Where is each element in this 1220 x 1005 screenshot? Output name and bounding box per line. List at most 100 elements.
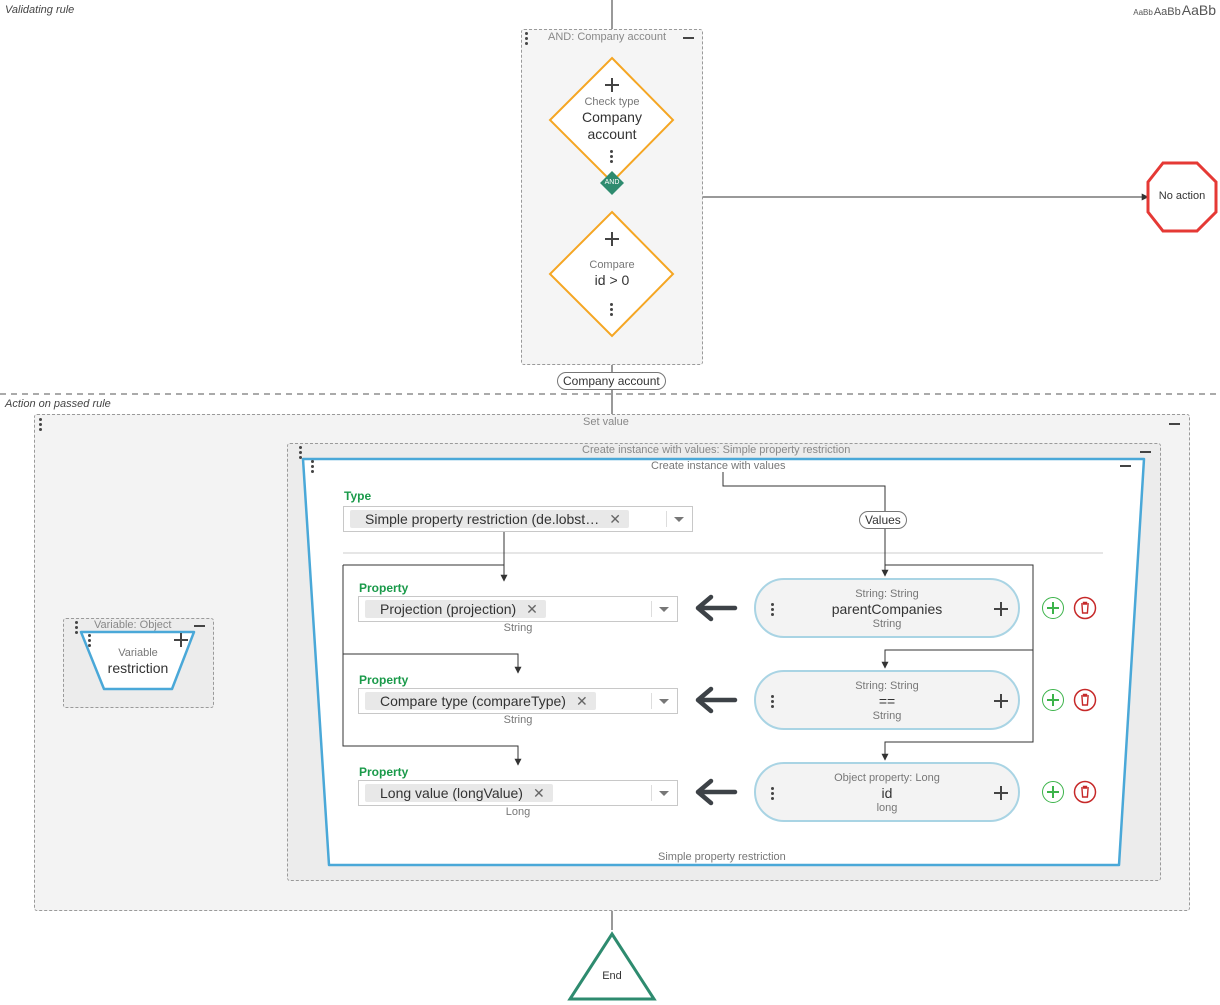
property-chip-text: Long value (longValue) — [380, 785, 523, 801]
property-dropdown-icon[interactable] — [659, 699, 669, 704]
action-on-passed-label: Action on passed rule — [5, 398, 111, 410]
set-value-menu-icon[interactable] — [39, 418, 43, 433]
delete-property-icon[interactable] — [1073, 780, 1097, 804]
value-source-title: Object property: Long — [834, 772, 940, 784]
property-select-comparetype[interactable]: Compare type (compareType) ✕ — [358, 688, 678, 714]
end-node-shape[interactable] — [567, 931, 657, 1001]
value-source-menu-icon[interactable] — [771, 603, 775, 618]
compare-label: Compare — [589, 259, 635, 271]
property-chip-text: Projection (projection) — [380, 601, 517, 617]
value-source-add-icon[interactable] — [994, 602, 1008, 616]
variable-node-add-icon[interactable] — [174, 633, 188, 647]
variable-group-title: Variable: Object — [94, 619, 172, 631]
compare-diamond[interactable] — [548, 210, 675, 338]
value-source-type: String — [872, 710, 902, 722]
value-source-title: String: String — [855, 680, 919, 692]
check-type-add-icon[interactable] — [605, 78, 619, 92]
and-connector-diamond[interactable] — [600, 171, 624, 195]
property-label-projection: Property — [359, 581, 409, 595]
value-source-parentcompanies[interactable]: String: String parentCompanies String — [754, 578, 1020, 638]
compare-add-icon[interactable] — [605, 232, 619, 246]
font-sample-small: AaBb — [1133, 8, 1153, 17]
set-value-title: Set value — [583, 416, 629, 428]
delete-property-icon[interactable] — [1073, 688, 1097, 712]
property-chip-text: Compare type (compareType) — [380, 693, 566, 709]
and-connector-label: AND — [604, 179, 620, 186]
check-type-value-line2: account — [587, 126, 637, 142]
create-instance-outer-title: Create instance with values: Simple prop… — [582, 444, 851, 456]
value-source-value: id — [881, 785, 893, 801]
no-action-label: No action — [1158, 190, 1206, 202]
type-chip: Simple property restriction (de.lobst…✕ — [350, 510, 629, 528]
variable-group-collapse-icon[interactable] — [194, 625, 205, 627]
property-chip-projection: Projection (projection) ✕ — [365, 600, 546, 618]
value-arrow-icon — [695, 594, 738, 622]
value-source-add-icon[interactable] — [994, 786, 1008, 800]
type-select[interactable]: Simple property restriction (de.lobst…✕ — [343, 506, 693, 532]
value-arrow-icon — [695, 778, 738, 806]
and-group-shapes — [548, 56, 675, 338]
check-type-menu-icon[interactable] — [610, 150, 614, 165]
create-instance-inner-collapse-icon[interactable] — [1120, 465, 1131, 467]
type-select-divider — [666, 511, 667, 527]
and-group-title: AND: Company account — [548, 31, 666, 43]
create-instance-inner-menu-icon[interactable] — [311, 460, 315, 475]
variable-node[interactable] — [78, 629, 198, 693]
validating-rule-label: Validating rule — [5, 4, 75, 16]
value-arrow-icon — [695, 686, 738, 714]
add-property-button[interactable] — [1042, 689, 1064, 711]
property-label-longvalue: Property — [359, 765, 409, 779]
add-property-button[interactable] — [1042, 781, 1064, 803]
value-source-type: String — [872, 618, 902, 630]
font-sample-medium: AaBb — [1153, 6, 1181, 18]
value-source-menu-icon[interactable] — [771, 695, 775, 710]
property-label-comparetype: Property — [359, 673, 409, 687]
create-instance-outer-menu-icon[interactable] — [299, 446, 303, 461]
property-type-projection: String — [503, 622, 533, 634]
type-dropdown-icon[interactable] — [674, 517, 684, 522]
values-tag[interactable]: Values — [859, 511, 907, 529]
variable-node-menu-icon[interactable] — [88, 634, 92, 649]
property-type-comparetype: String — [503, 714, 533, 726]
property-type-longvalue: Long — [505, 806, 531, 818]
value-source-type: long — [876, 802, 898, 814]
create-instance-inner-title: Create instance with values — [651, 460, 786, 472]
create-instance-outer-collapse-icon[interactable] — [1140, 451, 1151, 453]
compare-menu-icon[interactable] — [610, 303, 614, 318]
no-action-shape[interactable] — [1146, 161, 1218, 233]
variable-group-menu-icon[interactable] — [75, 621, 79, 636]
value-source-id[interactable]: Object property: Long id long — [754, 762, 1020, 822]
property-clear-icon[interactable]: ✕ — [526, 601, 538, 617]
variable-name: restriction — [107, 660, 169, 676]
property-chip-longvalue: Long value (longValue) ✕ — [365, 784, 553, 802]
value-source-value: == — [878, 693, 896, 709]
check-type-value-line1: Company — [582, 109, 642, 125]
create-instance-footer: Simple property restriction — [658, 851, 786, 863]
property-select-longvalue[interactable]: Long value (longValue) ✕ — [358, 780, 678, 806]
and-group-menu-icon[interactable] — [525, 32, 529, 47]
property-select-projection[interactable]: Projection (projection) ✕ — [358, 596, 678, 622]
company-account-tag[interactable]: Company account — [557, 372, 666, 390]
property-select-divider — [651, 785, 652, 801]
value-source-value: parentCompanies — [831, 601, 943, 617]
add-property-button[interactable] — [1042, 597, 1064, 619]
property-dropdown-icon[interactable] — [659, 791, 669, 796]
type-field-label: Type — [344, 489, 372, 503]
compare-value: id > 0 — [594, 272, 630, 288]
property-chip-comparetype: Compare type (compareType) ✕ — [365, 692, 596, 710]
value-source-equals[interactable]: String: String == String — [754, 670, 1020, 730]
type-clear-icon[interactable]: ✕ — [609, 511, 621, 527]
check-type-label: Check type — [584, 96, 640, 108]
property-clear-icon[interactable]: ✕ — [575, 693, 588, 709]
value-source-title: String: String — [855, 588, 919, 600]
value-source-menu-icon[interactable] — [771, 787, 775, 802]
value-source-add-icon[interactable] — [994, 694, 1008, 708]
property-dropdown-icon[interactable] — [659, 607, 669, 612]
delete-property-icon[interactable] — [1073, 596, 1097, 620]
property-clear-icon[interactable]: ✕ — [532, 785, 545, 801]
end-node-label: End — [602, 970, 622, 982]
and-group-collapse-icon[interactable] — [683, 37, 694, 39]
set-value-collapse-icon[interactable] — [1169, 423, 1180, 425]
font-size-sample[interactable]: AaBbAaBbAaBb — [1132, 2, 1216, 20]
